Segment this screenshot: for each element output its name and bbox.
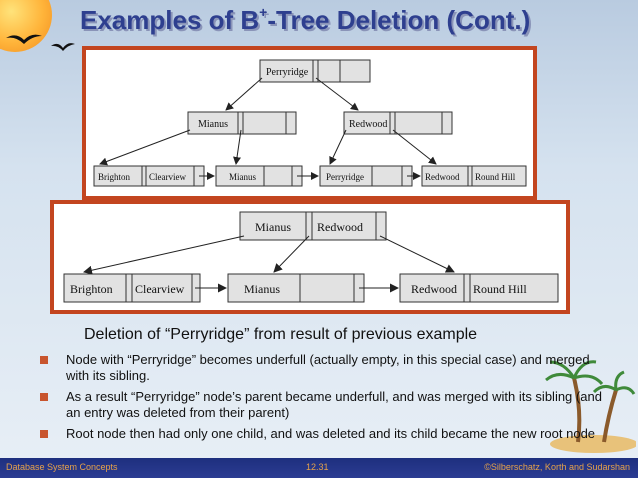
tree-node: Redwood [343, 111, 453, 135]
bird-icon [6, 34, 42, 44]
tree-after-panel: Mianus Redwood Brighton Clearview Mianus… [50, 200, 570, 314]
bullet-square-icon [40, 393, 48, 401]
node-key: Mianus [255, 220, 291, 234]
node-key: Mianus [198, 119, 228, 130]
footer-slide-number: 12.31 [306, 462, 329, 472]
bullet-square-icon [40, 430, 48, 438]
tree-node: Mianus Redwood [239, 211, 387, 241]
tree-node: Perryridge [259, 59, 371, 83]
bullet-item: As a result “Perryridge” node’s parent b… [40, 389, 610, 421]
node-key: Round Hill [473, 282, 527, 296]
bird-icon [51, 43, 75, 51]
slide-title: Examples of B+-Tree Deletion (Cont.) [80, 4, 531, 35]
node-key: Mianus [229, 172, 256, 182]
node-key: Mianus [244, 282, 280, 296]
bullet-square-icon [40, 356, 48, 364]
tree-node: Redwood Round Hill [399, 273, 559, 303]
tree-before-diagram: Perryridge Mianus Redwood Brighton Clear… [93, 59, 527, 187]
node-key: Redwood [349, 119, 387, 130]
node-key: Clearview [149, 172, 186, 182]
tree-pointers [83, 235, 455, 293]
node-key: Round Hill [475, 172, 516, 182]
slide-caption: Deletion of “Perryridge” from result of … [84, 326, 478, 343]
node-key: Brighton [70, 282, 113, 296]
node-key: Perryridge [326, 172, 364, 182]
node-key: Clearview [135, 282, 185, 296]
tree-after-diagram: Mianus Redwood Brighton Clearview Mianus… [63, 211, 559, 303]
tree-node: Brighton Clearview [93, 165, 205, 187]
tree-node: Mianus [187, 111, 297, 135]
tree-node: Brighton Clearview [63, 273, 201, 303]
node-key: Perryridge [266, 67, 309, 78]
bullet-list: Node with “Perryridge” becomes underfull… [40, 352, 610, 447]
footer-course: Database System Concepts [6, 462, 118, 472]
node-key: Redwood [317, 220, 363, 234]
palm-island-illustration [545, 360, 636, 453]
tree-node: Mianus [227, 273, 365, 303]
slide-footer: Database System Concepts 12.31 ©Silbersc… [0, 458, 638, 478]
bullet-item: Node with “Perryridge” becomes underfull… [40, 352, 610, 384]
tree-node: Redwood Round Hill [421, 165, 527, 187]
tree-node: Perryridge [319, 165, 413, 187]
node-key: Brighton [98, 172, 131, 182]
footer-copyright: ©Silberschatz, Korth and Sudarshan [484, 462, 630, 472]
tree-node: Mianus [215, 165, 303, 187]
tree-before-panel: Perryridge Mianus Redwood Brighton Clear… [82, 46, 537, 200]
bullet-item: Root node then had only one child, and w… [40, 426, 610, 442]
tree-pointers [99, 77, 437, 180]
node-key: Redwood [411, 282, 457, 296]
node-key: Redwood [425, 172, 460, 182]
